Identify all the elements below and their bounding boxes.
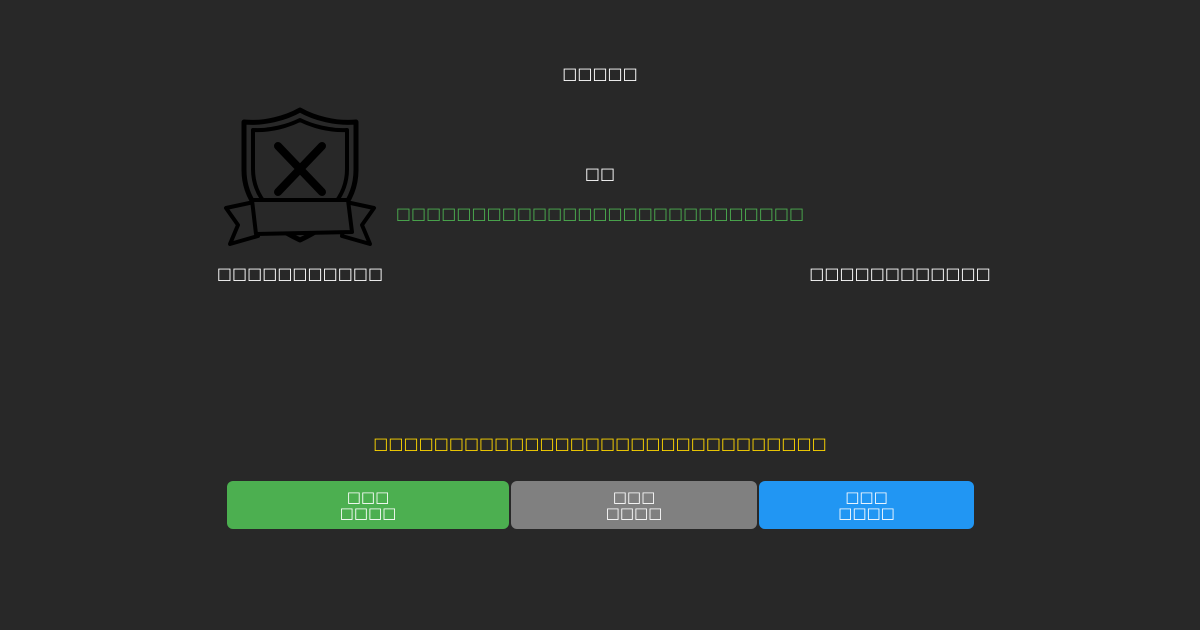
confirm-button-label-line2: □□□□: [339, 504, 397, 522]
right-caption: □□□□□□□□□□□□: [809, 264, 991, 283]
shield-x-ribbon-icon: [220, 104, 380, 252]
info-button[interactable]: □□□ □□□□: [759, 481, 974, 529]
info-button-label-line2: □□□□: [838, 504, 895, 522]
subtitle: □□: [584, 164, 616, 183]
page-title: □□□□□: [562, 64, 638, 83]
confirm-button[interactable]: □□□ □□□□: [227, 481, 509, 529]
success-message: □□□□□□□□□□□□□□□□□□□□□□□□□□□: [395, 204, 805, 223]
secondary-button[interactable]: □□□ □□□□: [511, 481, 757, 529]
warning-message: □□□□□□□□□□□□□□□□□□□□□□□□□□□□□□: [373, 434, 827, 453]
confirm-button-label-line1: □□□: [346, 488, 390, 506]
info-button-label-line1: □□□: [845, 488, 888, 506]
secondary-button-label-line1: □□□: [612, 488, 656, 506]
left-caption: □□□□□□□□□□□: [216, 264, 384, 283]
secondary-button-label-line2: □□□□: [605, 504, 663, 522]
